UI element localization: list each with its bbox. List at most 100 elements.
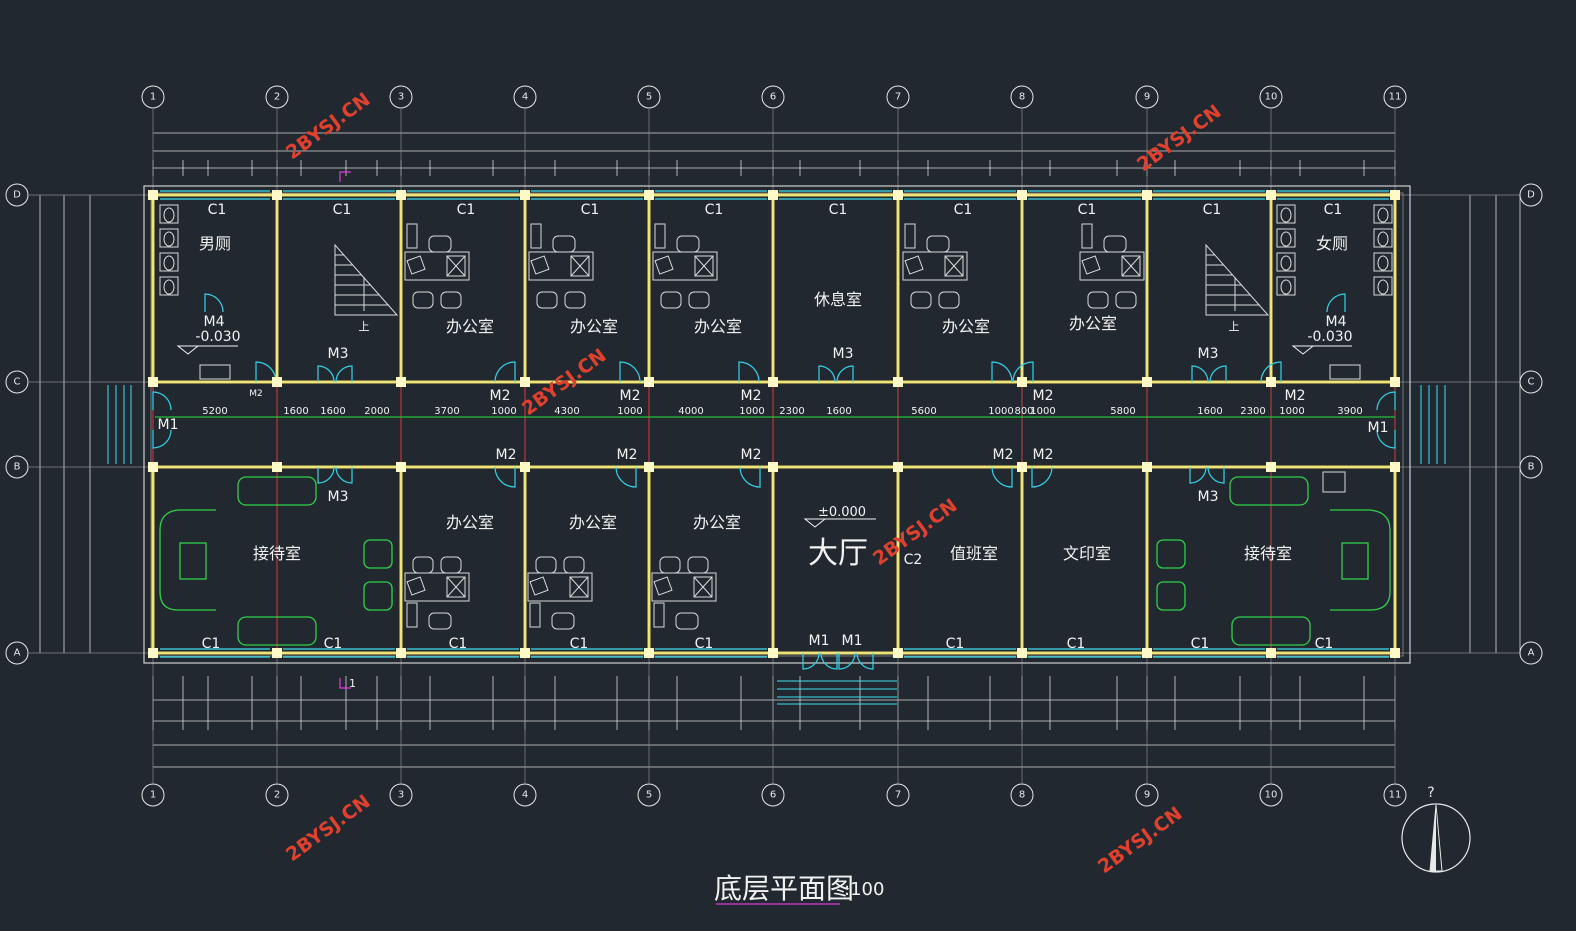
wc-stall <box>1373 228 1393 248</box>
opening-label-c1: C1 <box>333 202 352 218</box>
room-office: 办公室 <box>570 317 618 336</box>
cabinet-cross <box>569 576 589 598</box>
plant-box <box>1322 471 1346 493</box>
column <box>520 377 530 387</box>
room-office: 办公室 <box>942 317 990 336</box>
wc-stall <box>1373 204 1393 224</box>
chair <box>412 556 434 574</box>
axis-bubble-label: 10 <box>1265 790 1278 801</box>
section-mark-label: 1 <box>349 677 356 690</box>
axis-bubble-circle <box>1519 641 1543 665</box>
wc-bowl <box>1280 207 1292 223</box>
axis-bubble-col: 10 <box>1259 783 1283 807</box>
column <box>644 648 654 658</box>
column <box>1390 462 1400 472</box>
opening-label-c1: C1 <box>324 636 343 652</box>
opening-label-m1: M1 <box>158 417 179 433</box>
column <box>1017 377 1027 387</box>
axis-bubble-circle <box>1519 183 1543 207</box>
axis-bubble-col: 11 <box>1383 85 1407 109</box>
column <box>893 648 903 658</box>
level-hall: ±0.000 <box>818 505 866 520</box>
axis-bubble-label: 1 <box>150 790 156 801</box>
section-marks <box>339 171 351 689</box>
cabinet <box>693 576 713 598</box>
opening-label-m2: M2 <box>620 388 641 404</box>
axis-bubble-label: 4 <box>522 92 528 103</box>
axis-bubble-col: 5 <box>637 783 661 807</box>
column <box>1017 462 1027 472</box>
column <box>1142 190 1152 200</box>
axis-bubble-col: 2 <box>265 783 289 807</box>
corridor-dimension: 1000 <box>1279 406 1304 417</box>
axis-bubble-row: C <box>5 370 29 394</box>
column <box>272 648 282 658</box>
opening-label-c1: C1 <box>202 636 221 652</box>
axis-bubble-circle <box>5 183 29 207</box>
chair <box>675 612 699 630</box>
axis-bubble-circle <box>1259 85 1283 109</box>
opening-label-m2: M2 <box>993 447 1014 463</box>
chair <box>428 612 452 630</box>
desk <box>651 572 717 602</box>
axis-bubble-col: 7 <box>886 783 910 807</box>
opening-label-m3: M3 <box>833 346 854 362</box>
axis-bubble-label: 3 <box>398 92 404 103</box>
axis-bubble-label: B <box>1528 462 1535 473</box>
column <box>1017 190 1027 200</box>
chair <box>563 556 585 574</box>
column <box>1390 648 1400 658</box>
opening-label-c1: C1 <box>829 202 848 218</box>
wc-stall <box>1276 252 1296 272</box>
opening-label-m3: M3 <box>1198 489 1219 505</box>
corridor-dimension: 5800 <box>1110 406 1135 417</box>
monitor <box>653 576 673 596</box>
opening-label-c1: C1 <box>208 202 227 218</box>
column <box>396 190 406 200</box>
chair <box>938 291 960 309</box>
sofa-corner <box>1330 509 1391 611</box>
corridor-dimension: 1000 <box>617 406 642 417</box>
opening-label-m2: M2 <box>490 388 511 404</box>
wc-bowl <box>163 231 175 247</box>
monitor <box>904 255 924 275</box>
armchair <box>1156 539 1186 569</box>
column <box>520 190 530 200</box>
door-swing <box>204 293 224 313</box>
door-swing <box>335 466 353 484</box>
north-arrow-label: ? <box>1427 785 1434 801</box>
opening-label-m2: M2 <box>496 447 517 463</box>
monitor <box>1081 255 1101 275</box>
wc-stall <box>1276 276 1296 296</box>
room-reception: 接待室 <box>1244 544 1292 563</box>
axis-bubble-label: D <box>1527 190 1535 201</box>
cabinet-cross <box>694 255 714 277</box>
axis-bubble-label: 4 <box>522 790 528 801</box>
column <box>148 190 158 200</box>
column <box>768 648 778 658</box>
column <box>1142 462 1152 472</box>
axis-bubble-col: 5 <box>637 85 661 109</box>
wc-stall <box>1373 252 1393 272</box>
opening-label-m2: M2 <box>741 388 762 404</box>
cabinet <box>569 576 589 598</box>
wc-bowl <box>1377 231 1389 247</box>
door-swing <box>1189 466 1207 484</box>
file-rack <box>653 602 665 628</box>
opening-label-c2: C2 <box>904 552 923 568</box>
axis-bubble-circle <box>389 783 413 807</box>
axis-bubble-label: 9 <box>1144 790 1150 801</box>
corridor-dimension: 5200 <box>202 406 227 417</box>
column <box>272 462 282 472</box>
axis-bubble-circle <box>265 783 289 807</box>
chair <box>659 556 681 574</box>
door-swing <box>1191 365 1209 383</box>
dimension-lines <box>39 132 1521 768</box>
axis-bubble-row: D <box>5 183 29 207</box>
north-arrow: ? <box>1401 785 1471 873</box>
axis-bubble-circle <box>1383 85 1407 109</box>
door-swing <box>619 361 641 383</box>
column <box>148 377 158 387</box>
